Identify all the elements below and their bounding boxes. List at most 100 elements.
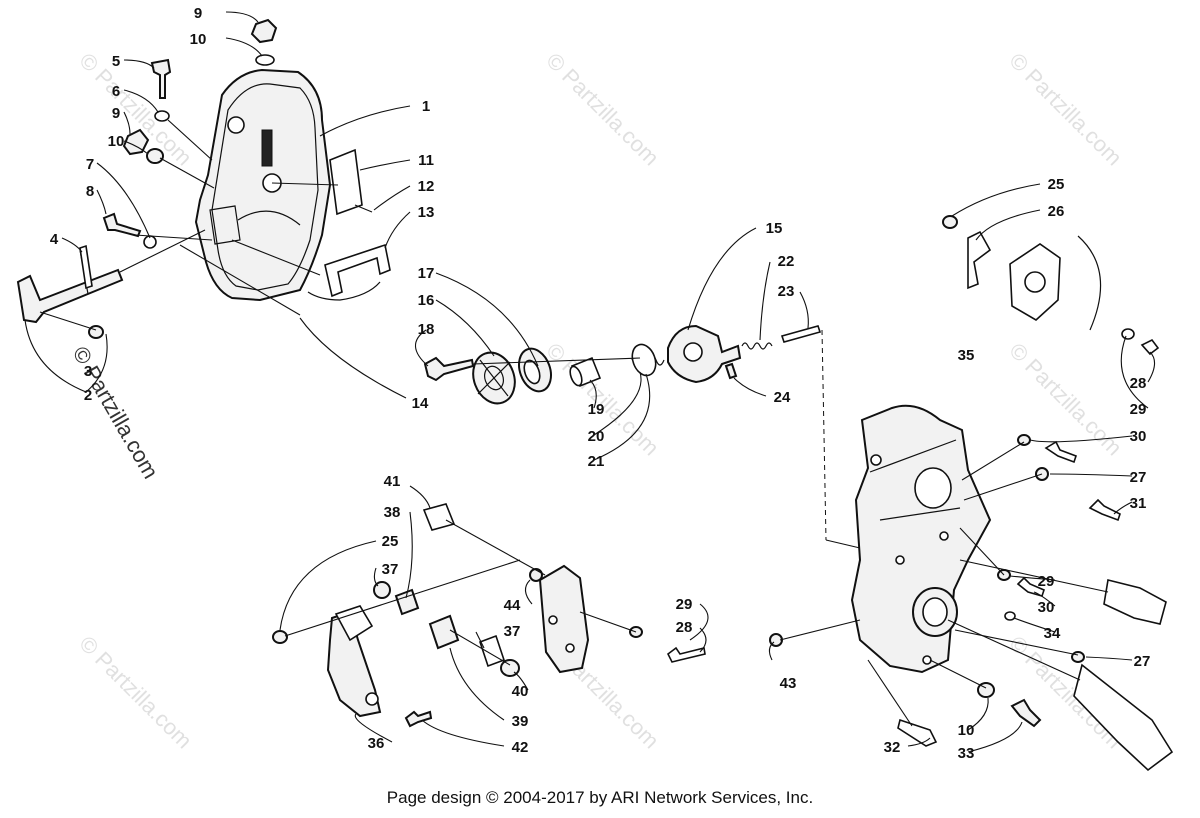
callout-7: 7 [86,156,94,173]
shift-lever [16,268,124,324]
bolt [102,212,142,238]
callout-18: 18 [418,321,435,338]
idler-arm-group [272,503,706,728]
callout-25: 25 [1048,176,1065,193]
callout-33: 33 [958,745,975,762]
bracket [324,243,391,298]
callout-30: 30 [1130,428,1147,445]
bolt [1140,338,1160,356]
callout-labels: 9 10 5 6 9 10 7 8 4 3 2 1 11 12 13 14 17… [50,5,1151,762]
nut [942,215,958,229]
callout-10: 10 [108,133,125,150]
callout-37: 37 [504,623,521,640]
callout-44: 44 [504,597,521,614]
nut [1071,651,1085,663]
bolt [404,710,433,728]
o-ring [154,110,170,122]
bolt [423,356,475,382]
shaft [1103,579,1167,625]
callout-37: 37 [382,561,399,578]
spacer [394,588,420,616]
watermark-dark: © Partzilla.com [68,342,164,483]
callout-9: 9 [112,105,120,122]
callout-32: 32 [884,739,901,756]
washer [146,148,164,164]
callout-1: 1 [422,98,430,115]
callout-35: 35 [958,347,975,364]
callout-12: 12 [418,178,435,195]
callout-24: 24 [774,389,791,406]
callout-38: 38 [384,504,401,521]
bolt [1088,498,1121,522]
callout-29: 29 [1038,573,1055,590]
callout-40: 40 [512,683,529,700]
nut [272,630,288,644]
callout-14: 14 [412,395,429,412]
callout-6: 6 [112,83,120,100]
mounting-bracket [538,564,590,674]
bolt [897,718,938,747]
callout-31: 31 [1130,495,1147,512]
leader-lines [24,11,1156,753]
callout-3: 3 [84,363,92,380]
ring [631,343,657,377]
callout-29: 29 [676,596,693,613]
gasket-cord [307,281,381,301]
chaincase-cover-group [16,18,391,339]
callout-22: 22 [778,253,795,270]
plate [329,148,363,216]
callout-10: 10 [958,722,975,739]
callout-26: 26 [1048,203,1065,220]
screw [724,362,738,380]
callout-21: 21 [588,453,605,470]
dipstick [150,58,172,99]
callout-2: 2 [84,387,92,404]
pin [79,244,93,290]
callout-16: 16 [418,292,435,309]
callout-27: 27 [1130,469,1147,486]
watermark: © Partzilla.com [541,48,664,171]
callout-30: 30 [1038,599,1055,616]
bushing [422,503,456,531]
callout-13: 13 [418,204,435,221]
watermark: © Partzilla.com [74,631,197,754]
callout-20: 20 [588,428,605,445]
bolt [1010,698,1042,728]
callout-10: 10 [190,31,207,48]
pin [780,325,822,343]
gearcase-housing [850,404,992,674]
callout-8: 8 [86,183,94,200]
callout-42: 42 [512,739,529,756]
callout-39: 39 [512,713,529,730]
bolt [666,646,706,663]
bolt [1016,576,1045,597]
washer [1017,434,1031,446]
callout-36: 36 [368,735,385,752]
callout-25: 25 [382,533,399,550]
callout-27: 27 [1134,653,1151,670]
callout-29: 29 [1130,401,1147,418]
copyright-footer: Page design © 2004-2017 by ARI Network S… [386,788,814,807]
bearing [428,614,460,650]
callout-43: 43 [780,675,797,692]
gearcase-group [769,215,1174,772]
washer [88,325,104,339]
callout-5: 5 [112,53,120,70]
callout-11: 11 [418,152,434,169]
callout-4: 4 [50,231,59,248]
watermark: © Partzilla.com [1004,48,1127,171]
bolt [1044,440,1078,464]
callout-9: 9 [194,5,202,22]
center-assembly [423,324,861,549]
pin [478,634,506,668]
callout-19: 19 [588,401,605,418]
callout-23: 23 [778,283,795,300]
callout-41: 41 [384,473,401,490]
housing [667,324,742,384]
washer [255,54,275,66]
shaft [1073,663,1174,772]
callout-28: 28 [1130,375,1147,392]
bracket [967,230,992,290]
callout-15: 15 [766,220,783,237]
